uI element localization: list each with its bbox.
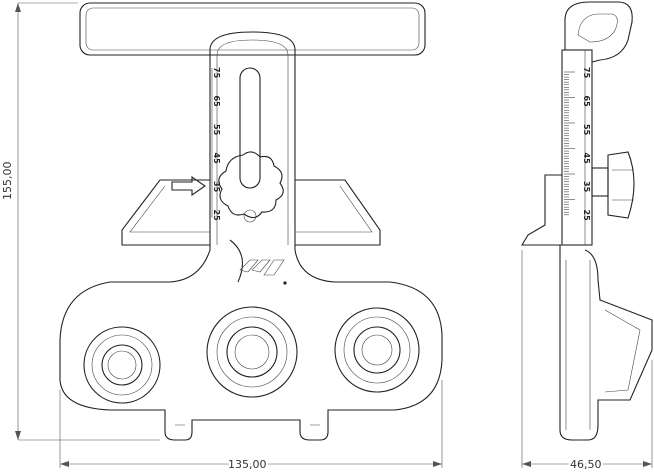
front-scale: 75 65 55 45 35 25: [212, 67, 221, 221]
top-handle: [79, 2, 426, 56]
scale-label: 75: [212, 67, 221, 79]
scale-label: 35: [212, 181, 221, 193]
height-dimension-label: 155,00: [1, 162, 14, 201]
side-scale: 75 65 55 45 35 25: [582, 67, 591, 221]
scale-label: 45: [212, 153, 221, 165]
dimension-height: 155,00: [1, 2, 160, 441]
side-scale-bar: [561, 49, 593, 246]
side-top-loop: [564, 1, 633, 63]
scale-label: 35: [582, 181, 591, 193]
bushing-center: [206, 306, 298, 398]
scale-label: 25: [212, 210, 221, 222]
locking-knob: [218, 151, 284, 219]
side-body: [559, 245, 653, 441]
side-view: 75 65 55 45 35 25: [521, 1, 653, 441]
scale-label: 45: [582, 153, 591, 165]
scale-label: 25: [582, 210, 591, 222]
side-knob: [591, 151, 635, 219]
side-scale-ticks: [564, 71, 575, 216]
center-stem: [209, 31, 296, 250]
adjust-slot: [239, 67, 261, 189]
side-clamp: [521, 174, 562, 246]
bushing-left: [83, 326, 161, 404]
scale-label: 75: [582, 67, 591, 79]
scale-label: 65: [582, 96, 591, 108]
scale-label: 65: [212, 96, 221, 108]
front-view: 75 65 55 45 35 25: [59, 2, 443, 441]
width-dimension-label: 135,00: [228, 458, 267, 471]
depth-dimension-label: 46,50: [570, 458, 602, 471]
scale-label: 55: [212, 124, 221, 136]
brand-logo: [229, 239, 287, 285]
base-plate: [59, 249, 443, 441]
indicator-arrow: [171, 175, 206, 197]
bushing-right: [334, 307, 420, 393]
dimension-depth: 46,50: [521, 250, 653, 472]
wing-guide: [121, 179, 381, 246]
dimension-width: 135,00: [59, 380, 443, 472]
scale-label: 55: [582, 124, 591, 136]
